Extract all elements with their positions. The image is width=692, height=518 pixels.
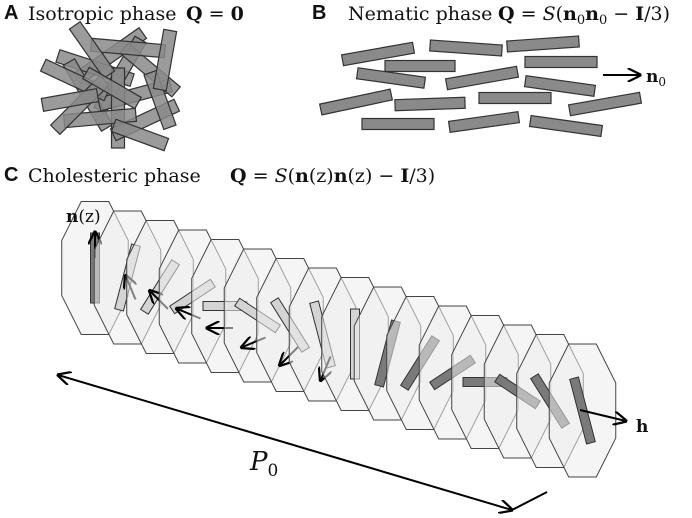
isotropic-rod [152, 28, 178, 92]
pitch-label: P0 [249, 447, 278, 481]
eq-b-sub1: 0 [577, 13, 585, 28]
nematic-rod [524, 55, 598, 69]
eq-c-z1: (z) [309, 165, 334, 187]
eq-c-n2: n [334, 165, 348, 187]
panel-a-letter: A [4, 2, 18, 24]
pitch-arrow-tick [511, 491, 548, 511]
eq-b-tail: /3) [644, 3, 670, 25]
eq-b-n2: n [585, 3, 599, 25]
director-n0-n: n [646, 67, 658, 87]
eq-a-rhs: 0 [231, 3, 244, 25]
panel-a-equation: Q = 0 [186, 3, 244, 25]
nematic-rod [567, 91, 643, 117]
director-nz-n: n [66, 207, 78, 227]
nematic-rod [318, 88, 394, 116]
nematic-rod [506, 35, 580, 53]
eq-c-tail: /3) [409, 165, 435, 187]
eq-b-sub2: 0 [599, 13, 607, 28]
isotropic-rod [68, 20, 116, 80]
helix-axis-label: h [636, 417, 648, 437]
nematic-rod [340, 41, 416, 67]
eq-b-lhs: Q [498, 3, 515, 25]
nematic-rod [528, 114, 604, 138]
eq-c-n1: n [295, 165, 309, 187]
nematic-rod [394, 96, 466, 112]
panel-c-equation: Q = S(n(z)n(z) − I/3) [230, 165, 435, 187]
isotropic-rods [39, 20, 182, 152]
eq-b-equals: = [515, 3, 543, 25]
isotropic-rod [81, 66, 143, 110]
eq-c-z2: (z) [348, 165, 373, 187]
eq-b-minus: − [607, 3, 635, 25]
cholesteric-slices [61, 200, 617, 478]
eq-c-s: S [275, 165, 288, 187]
pitch-arrow [58, 375, 512, 510]
panel-c: C Cholesteric phase Q = S(n(z)n(z) − I/3… [4, 164, 648, 510]
panel-a-title: Isotropic phase [28, 3, 177, 25]
isotropic-rod [143, 69, 177, 131]
isotropic-rod [110, 118, 170, 152]
eq-c-equals: = [247, 165, 275, 187]
eq-c-open: ( [288, 165, 295, 187]
eq-b-n1: n [563, 3, 577, 25]
eq-b-open: ( [556, 3, 563, 25]
pitch-sub: 0 [268, 461, 279, 481]
panel-b: B Nematic phase Q = S(n0n0 − I/3) n0 [312, 2, 670, 138]
panel-c-letter: C [4, 164, 18, 186]
nematic-rod [355, 67, 427, 89]
eq-b-i: I [635, 3, 644, 25]
panel-a: A Isotropic phase Q = 0 [4, 2, 244, 152]
panel-b-equation: Q = S(n0n0 − I/3) [498, 3, 670, 28]
cholesteric-director-label: n(z) [66, 207, 101, 227]
eq-c-minus: − [372, 165, 400, 187]
nematic-rod [361, 117, 435, 131]
nematic-director-label: n0 [646, 67, 666, 89]
panel-c-title: Cholesteric phase [28, 165, 201, 187]
nematic-rods [318, 35, 643, 138]
nematic-rod [429, 39, 503, 57]
nematic-rod [478, 91, 552, 105]
pitch-p: P [249, 447, 268, 477]
panel-b-title: Nematic phase [348, 3, 492, 25]
director-n0-sub: 0 [658, 75, 666, 89]
nematic-rod [523, 75, 597, 97]
eq-b-s: S [543, 3, 556, 25]
panel-b-letter: B [312, 2, 326, 24]
isotropic-rod [40, 88, 100, 112]
nematic-rod [447, 111, 521, 133]
eq-a-equals: = [203, 3, 231, 25]
nematic-rod [444, 65, 520, 91]
director-nz-z: (z) [78, 207, 100, 227]
eq-a-lhs: Q [186, 3, 203, 25]
helix-axis-arrow [579, 409, 626, 421]
eq-c-lhs: Q [230, 165, 247, 187]
eq-c-i: I [400, 165, 409, 187]
nematic-rod [384, 59, 456, 73]
